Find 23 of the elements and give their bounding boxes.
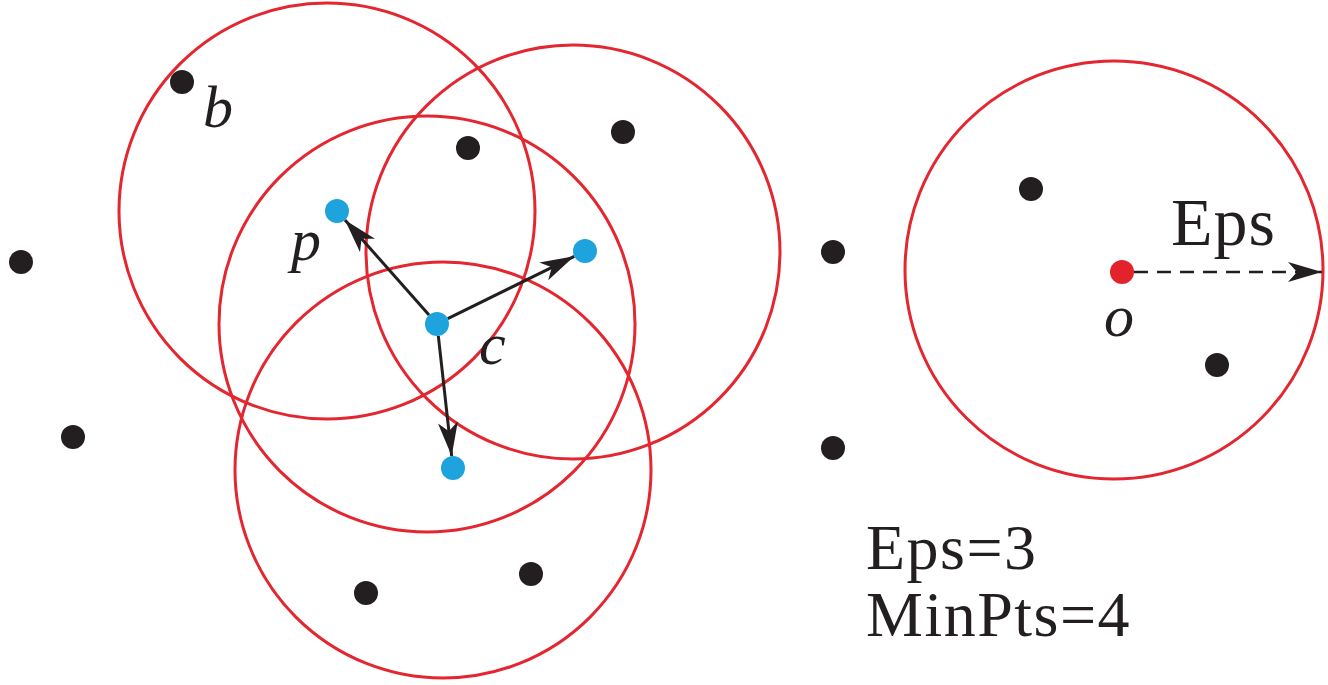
data-point [170,70,194,94]
data-point [325,199,349,223]
data-point [456,136,480,160]
data-point [519,562,543,586]
data-point [1019,177,1043,201]
point-label: o [1104,286,1134,346]
parameter-note: MinPts=4 [866,583,1132,647]
data-point [1110,260,1134,284]
point-label: c [479,314,506,374]
arrow [343,219,431,316]
point-label: b [203,77,233,137]
data-point [573,239,597,263]
arrow [436,335,458,457]
arrow [447,254,575,321]
data-point [425,312,449,336]
data-point [1205,353,1229,377]
data-point [354,581,378,605]
data-point [821,240,845,264]
data-point [821,436,845,460]
data-point [611,120,635,144]
data-point [9,250,33,274]
data-point [61,425,85,449]
data-point [441,456,465,480]
